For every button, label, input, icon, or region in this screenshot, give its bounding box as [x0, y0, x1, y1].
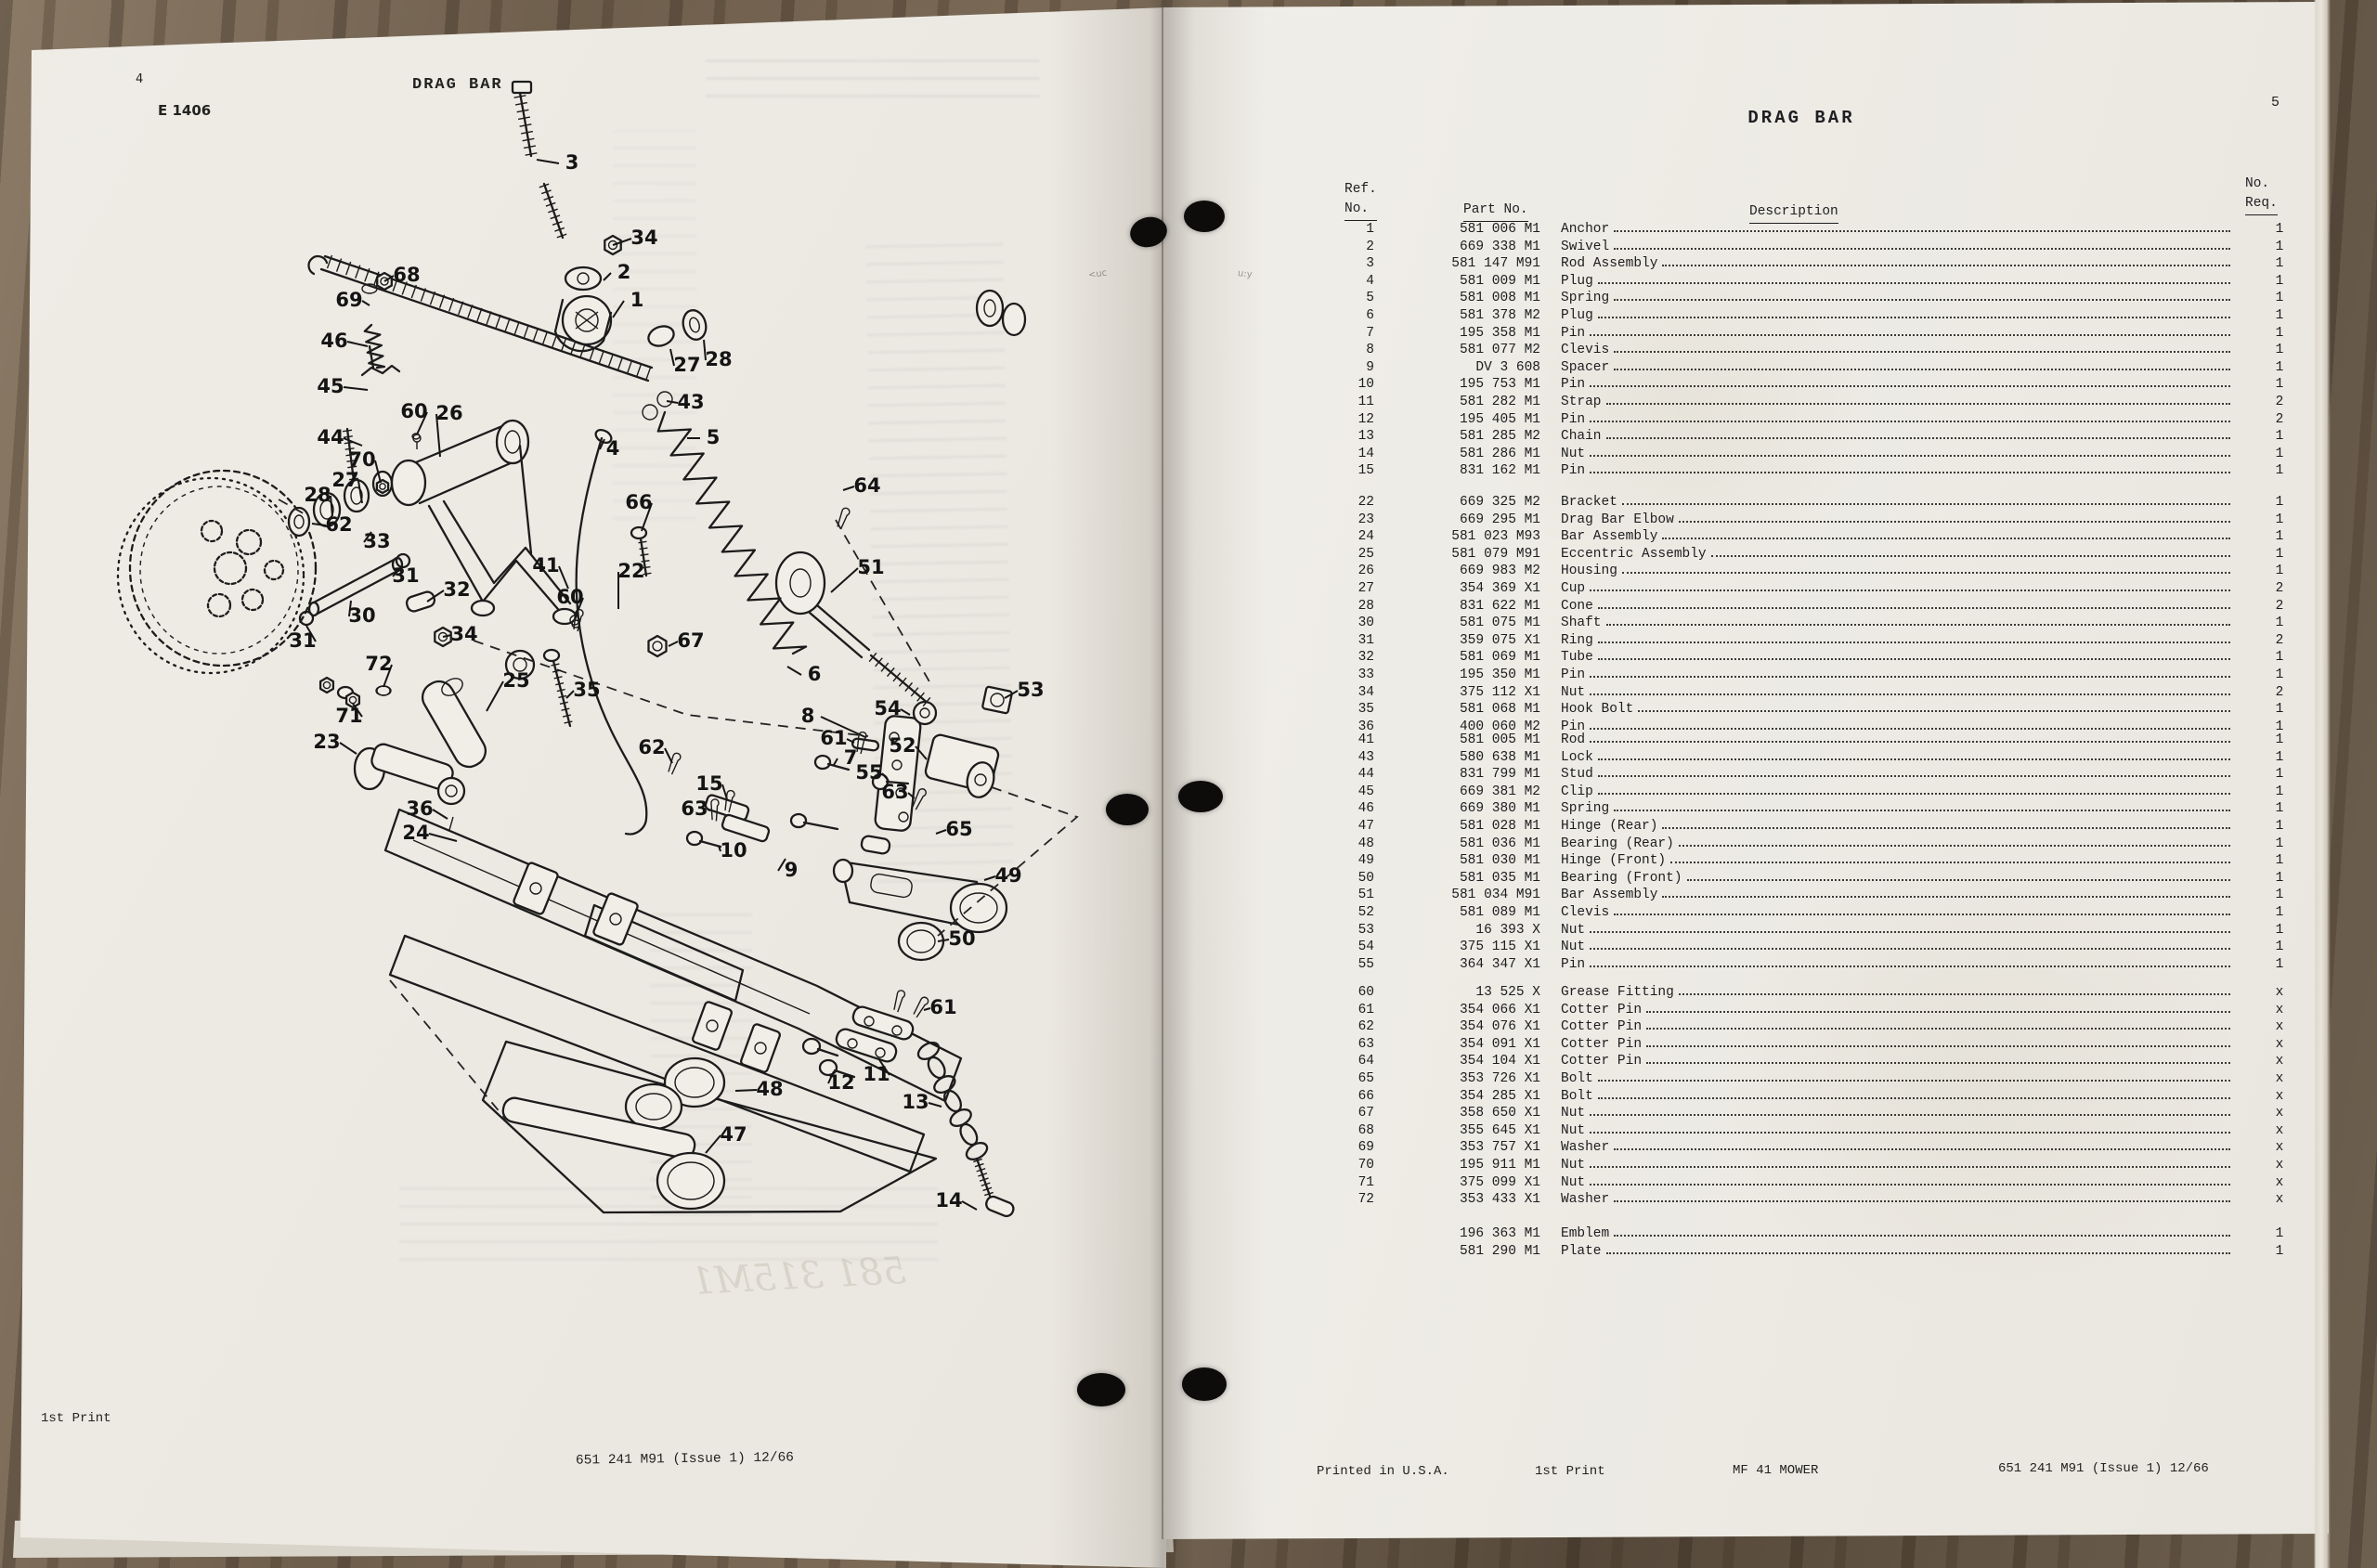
punch-hole: [1178, 781, 1223, 812]
punch-hole: [1184, 201, 1225, 232]
punch-hole: [1077, 1373, 1125, 1406]
gutter-seam: [1162, 6, 1163, 1539]
punch-hole: [1106, 794, 1149, 825]
ink-speck: u:y: [1237, 268, 1253, 280]
punch-hole: [1182, 1367, 1227, 1401]
